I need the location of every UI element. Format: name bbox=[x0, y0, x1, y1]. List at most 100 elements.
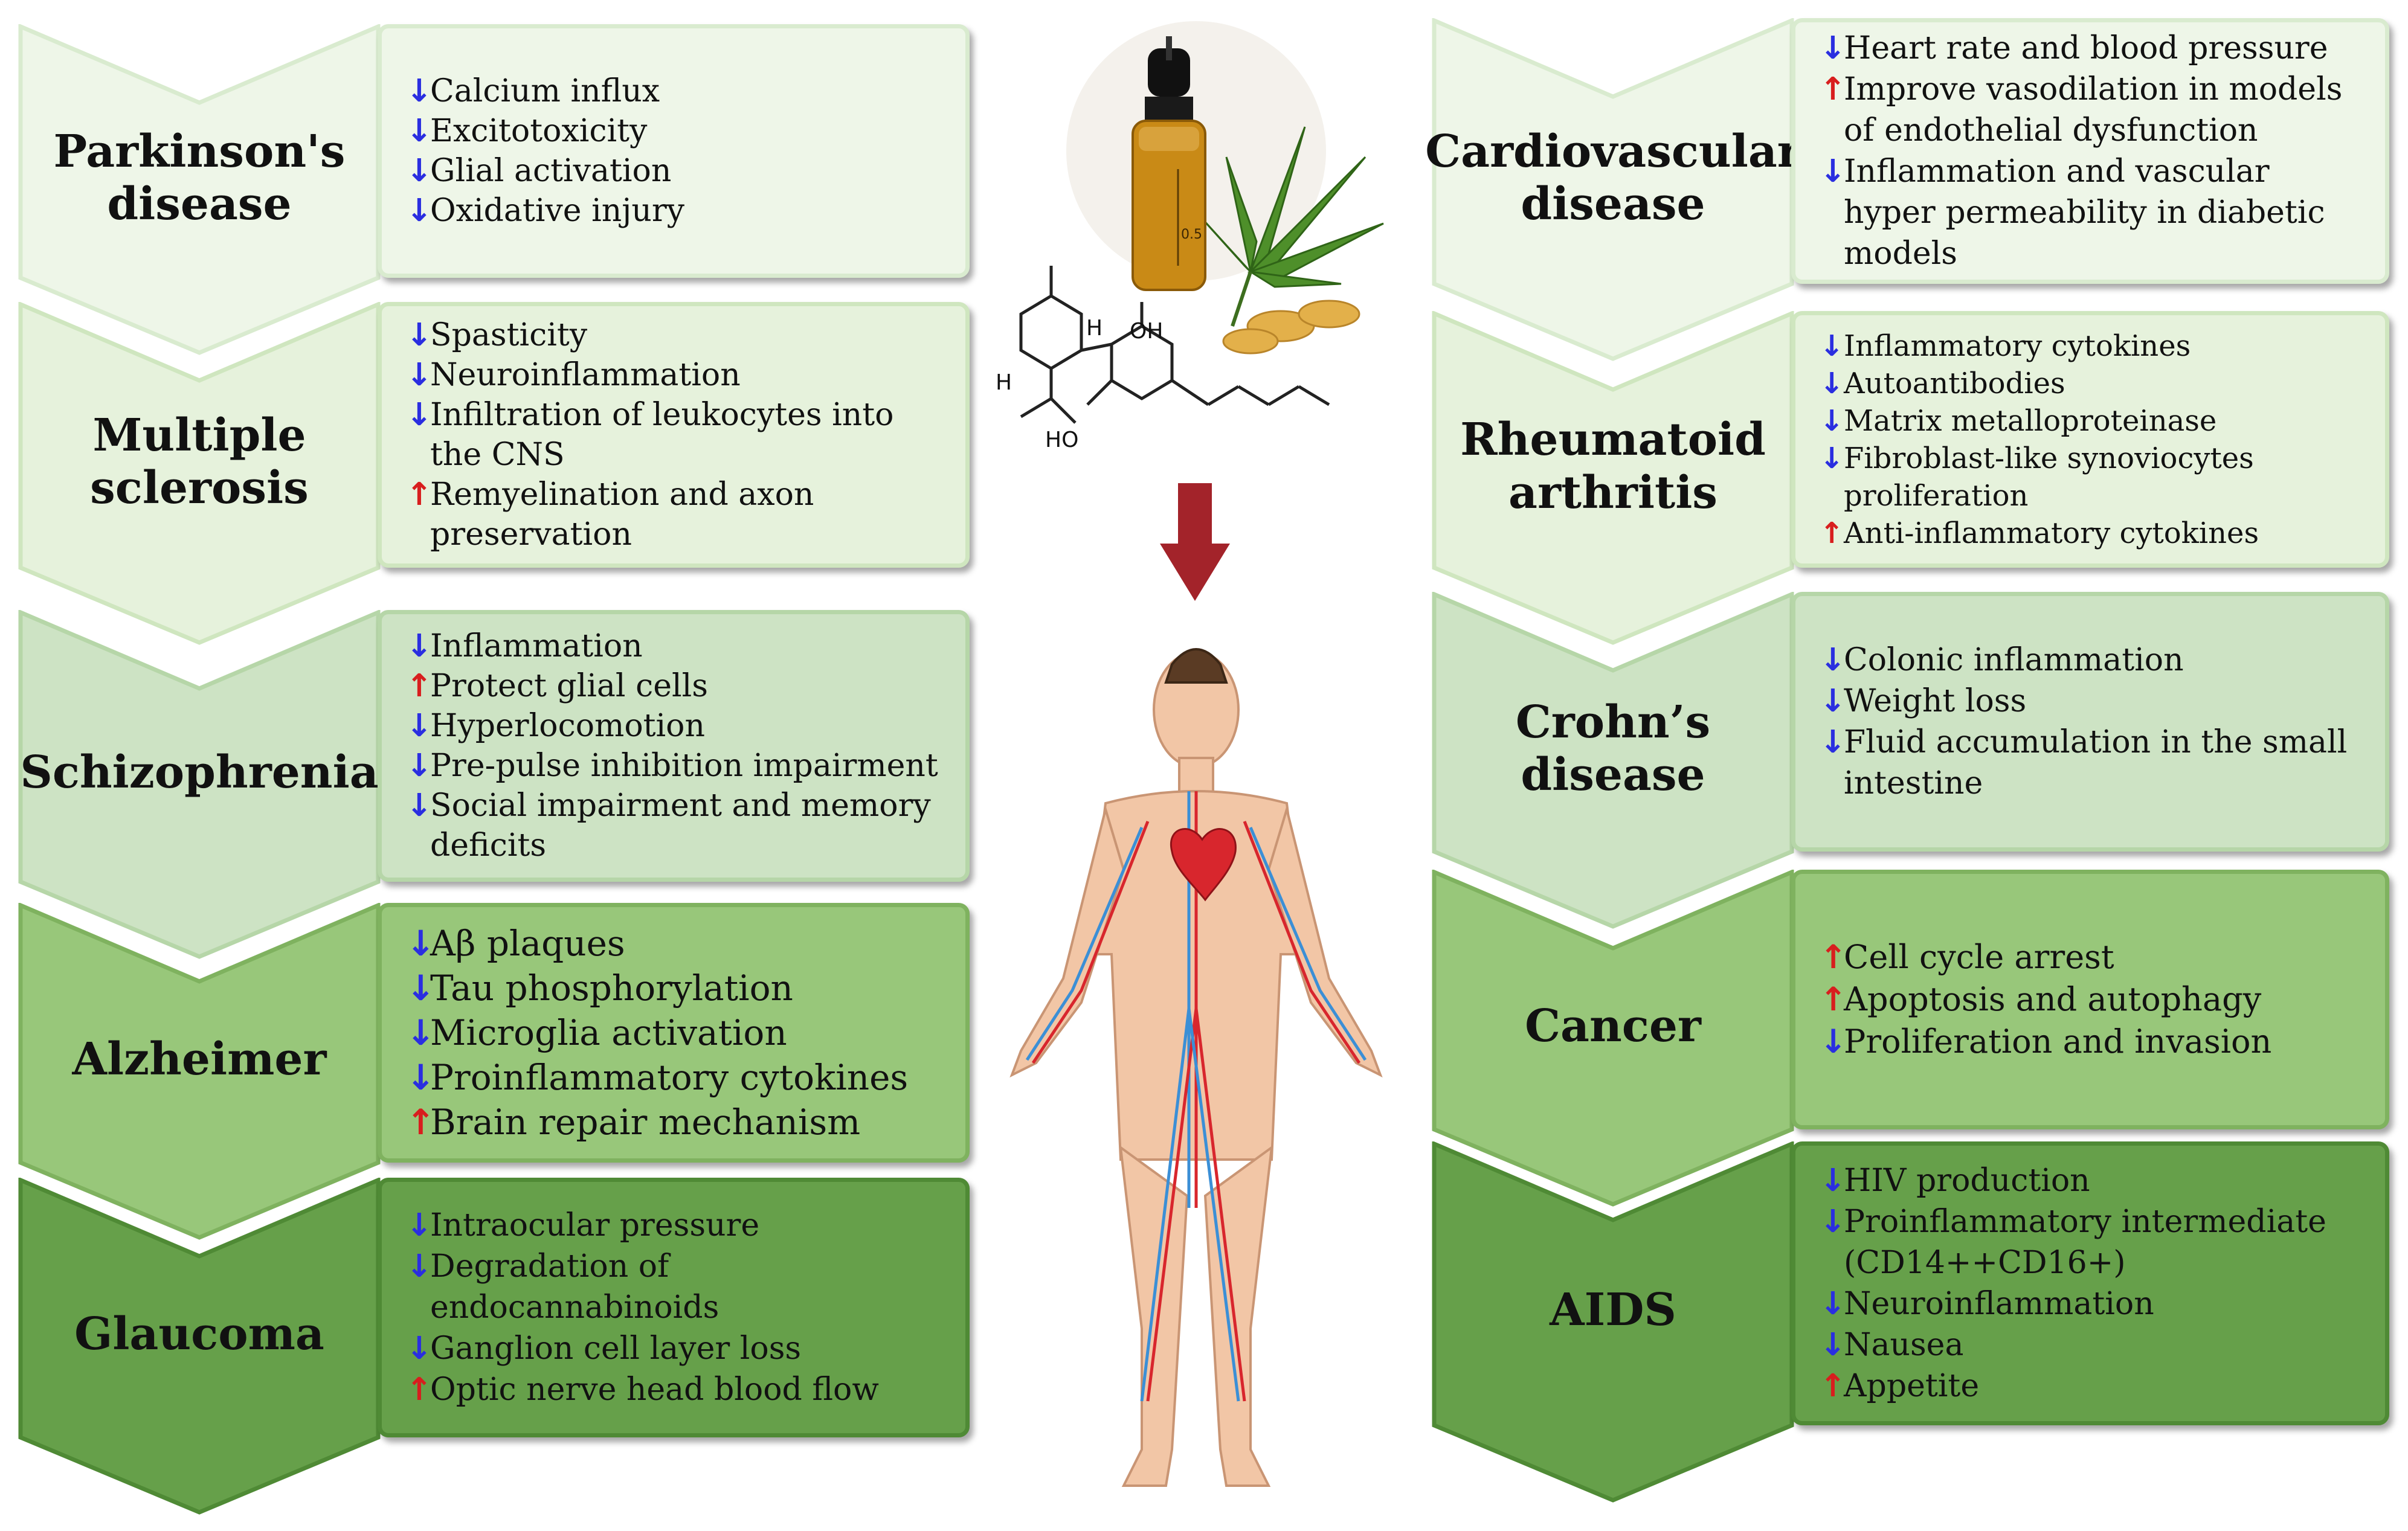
chevron-shape bbox=[18, 1176, 381, 1515]
disease-label: Cardiovascular disease bbox=[1425, 125, 1801, 230]
effect-text: Colonic inflammation bbox=[1844, 642, 2184, 678]
effect-text: Weight loss bbox=[1844, 683, 2027, 719]
effect-item: ↓Inflammatory cytokines bbox=[1820, 327, 2367, 365]
effect-text: Glial activation bbox=[430, 153, 672, 189]
arrow-down-icon: ↓ bbox=[406, 113, 433, 149]
molecule-label-h1: H bbox=[1086, 316, 1103, 341]
effect-item: ↑Remyelination and axon preservation bbox=[406, 475, 947, 554]
effects-box: ↓Heart rate and blood pressure↑Improve v… bbox=[1791, 18, 2389, 284]
effect-text: Protect glial cells bbox=[430, 668, 708, 704]
effect-item: ↓Oxidative injury bbox=[406, 191, 947, 231]
chevron-shape bbox=[18, 609, 381, 959]
effects-box: ↓Aβ plaques↓Tau phosphorylation↓Microgli… bbox=[378, 903, 970, 1163]
heart-icon bbox=[1170, 828, 1237, 902]
arrow-up-icon: ↑ bbox=[406, 668, 433, 704]
effect-text: Infiltration of leukocytes into the CNS bbox=[430, 397, 894, 473]
effect-text: Microglia activation bbox=[430, 1012, 787, 1053]
arrow-down-icon: ↓ bbox=[1820, 30, 1846, 66]
effect-item: ↓Tau phosphorylation bbox=[406, 966, 947, 1010]
effect-item: ↑Cell cycle arrest bbox=[1820, 936, 2367, 978]
effect-item: ↑Protect glial cells bbox=[406, 666, 947, 706]
arrow-down-icon: ↓ bbox=[1820, 642, 1846, 678]
effect-item: ↓Aβ plaques bbox=[406, 921, 947, 966]
chevron-shape bbox=[1432, 310, 1794, 645]
effect-text: Proinflammatory intermediate (CD14++CD16… bbox=[1844, 1204, 2326, 1281]
arrow-up-icon: ↑ bbox=[406, 1102, 436, 1143]
effect-item: ↓Colonic inflammation bbox=[1820, 640, 2367, 681]
effect-item: ↓Nausea bbox=[1820, 1324, 2367, 1366]
effect-item: ↓Spasticity bbox=[406, 315, 947, 355]
effect-item: ↓Heart rate and blood pressure bbox=[1820, 28, 2367, 69]
effect-item: ↓Infiltration of leukocytes into the CNS bbox=[406, 395, 947, 475]
effect-item: ↓Matrix metalloproteinase bbox=[1820, 402, 2367, 440]
effect-text: Fibroblast-like synoviocytes proliferati… bbox=[1844, 441, 2254, 513]
effect-text: HIV production bbox=[1844, 1163, 2090, 1199]
chevron-shape bbox=[18, 301, 381, 645]
arrow-up-icon: ↑ bbox=[1820, 980, 1847, 1018]
disease-label: Multiple sclerosis bbox=[90, 409, 309, 514]
effect-text: Pre-pulse inhibition impairment bbox=[430, 748, 938, 784]
arrow-down-icon: ↓ bbox=[1820, 1163, 1846, 1199]
effect-text: Nausea bbox=[1844, 1327, 1964, 1363]
effects-box: ↓Inflammation↑Protect glial cells↓Hyperl… bbox=[378, 610, 970, 882]
disease-label: Parkinson's disease bbox=[53, 125, 346, 230]
left-chevron-5 bbox=[18, 1176, 381, 1516]
effect-text: Fluid accumulation in the small intestin… bbox=[1844, 724, 2348, 801]
down-arrow-icon bbox=[1160, 483, 1230, 601]
effect-item: ↓Proinflammatory cytokines bbox=[406, 1055, 947, 1100]
effect-text: Ganglion cell layer loss bbox=[430, 1330, 802, 1367]
chevron-shape bbox=[18, 23, 381, 355]
arrow-down-icon: ↓ bbox=[406, 1330, 433, 1367]
effect-item: ↓Microglia activation bbox=[406, 1010, 947, 1055]
capsules bbox=[1222, 300, 1360, 355]
right-chevron-1 bbox=[1432, 17, 1794, 362]
disease-label: Cancer bbox=[1525, 1000, 1701, 1053]
arrow-down-icon: ↓ bbox=[1820, 1204, 1846, 1240]
molecule-label-ho: HO bbox=[1045, 428, 1078, 452]
effects-box: ↓Calcium influx↓Excitotoxicity↓Glial act… bbox=[378, 24, 970, 278]
arrow-down-icon: ↓ bbox=[406, 968, 436, 1009]
chevron-shape bbox=[1432, 17, 1794, 361]
arrow-up-icon: ↑ bbox=[1820, 1368, 1846, 1404]
effect-item: ↓Weight loss bbox=[1820, 681, 2367, 722]
arrow-up-icon: ↑ bbox=[1820, 938, 1847, 976]
bottle-mark: 0.5 bbox=[1181, 227, 1202, 242]
effect-text: Anti-inflammatory cytokines bbox=[1844, 516, 2259, 550]
arrow-down-icon: ↓ bbox=[406, 923, 436, 964]
effect-item: ↓Pre-pulse inhibition impairment bbox=[406, 746, 947, 786]
effect-text: Improve vasodilation in models of endoth… bbox=[1844, 71, 2343, 149]
cbd-illustration: 0.5 H OH H HO bbox=[967, 12, 1426, 1510]
effect-text: Spasticity bbox=[430, 317, 588, 353]
effect-text: Proliferation and invasion bbox=[1844, 1022, 2272, 1061]
disease-label: AIDS bbox=[1550, 1284, 1676, 1337]
effect-item: ↓Hyperlocomotion bbox=[406, 706, 947, 746]
molecule-label-h2: H bbox=[996, 370, 1012, 395]
effect-item: ↓Proliferation and invasion bbox=[1820, 1021, 2367, 1063]
arrow-up-icon: ↑ bbox=[406, 477, 433, 513]
effect-text: Inflammation bbox=[430, 628, 643, 664]
arrow-down-icon: ↓ bbox=[1820, 441, 1844, 475]
arrow-down-icon: ↓ bbox=[406, 748, 433, 784]
effect-item: ↑Anti-inflammatory cytokines bbox=[1820, 515, 2367, 552]
effect-text: Neuroinflammation bbox=[1844, 1286, 2154, 1322]
chevron-shape bbox=[1432, 591, 1794, 929]
left-chevron-2 bbox=[18, 301, 381, 646]
arrow-up-icon: ↑ bbox=[406, 1372, 433, 1408]
arrow-down-icon: ↓ bbox=[1820, 683, 1846, 719]
right-chevron-3 bbox=[1432, 591, 1794, 930]
disease-label: Rheumatoid arthritis bbox=[1460, 414, 1766, 519]
effect-text: Neuroinflammation bbox=[430, 357, 741, 393]
arrow-down-icon: ↓ bbox=[406, 73, 433, 109]
left-chevron-3 bbox=[18, 609, 381, 960]
effects-box: ↓Inflammatory cytokines↓Autoantibodies↓M… bbox=[1791, 311, 2389, 568]
arrow-down-icon: ↓ bbox=[406, 1207, 433, 1244]
effect-text: Heart rate and blood pressure bbox=[1844, 30, 2328, 66]
arrow-down-icon: ↓ bbox=[406, 317, 433, 353]
arrow-down-icon: ↓ bbox=[406, 1057, 436, 1098]
effect-item: ↑Improve vasodilation in models of endot… bbox=[1820, 69, 2367, 151]
effect-item: ↓Fibroblast-like synoviocytes proliferat… bbox=[1820, 440, 2367, 515]
left-chevron-1 bbox=[18, 23, 381, 356]
effect-text: Tau phosphorylation bbox=[430, 968, 793, 1009]
effect-item: ↑Appetite bbox=[1820, 1366, 2367, 1407]
effect-text: Calcium influx bbox=[430, 73, 660, 109]
